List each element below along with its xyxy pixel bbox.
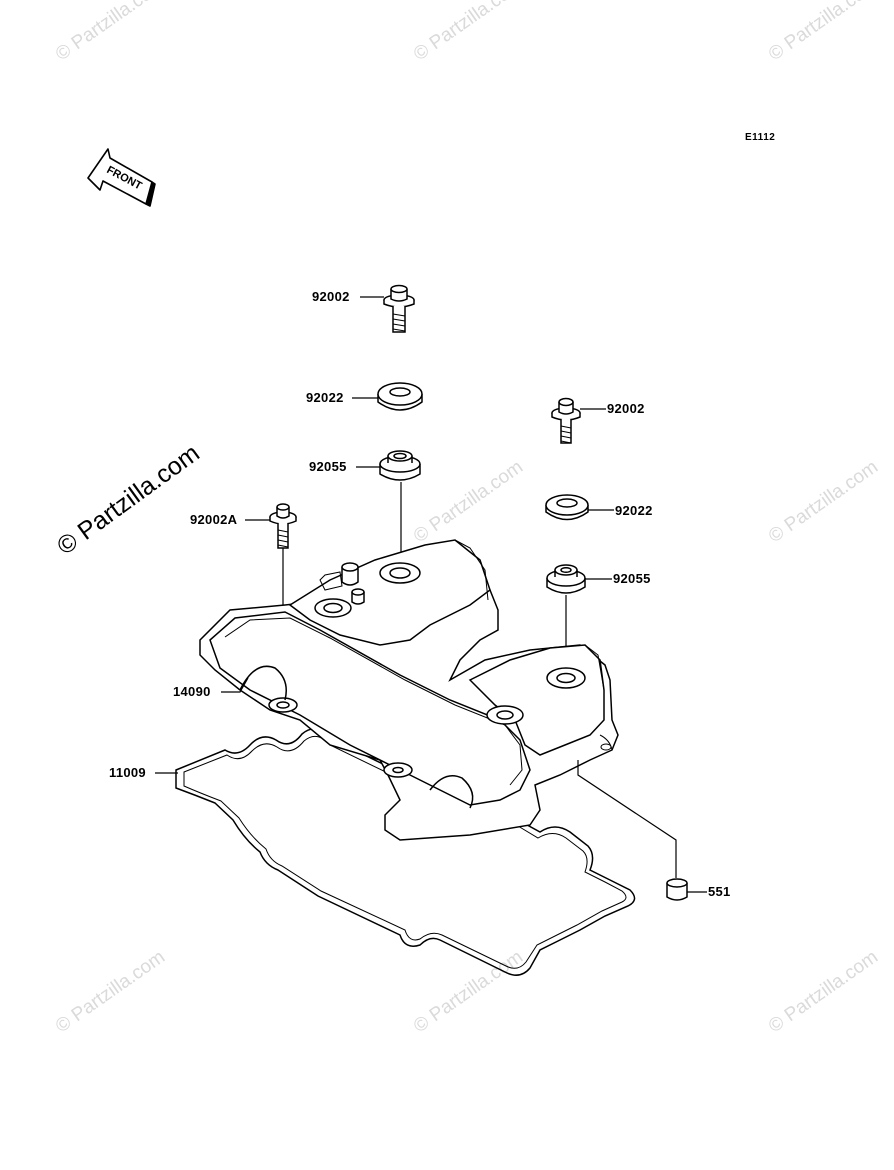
- grommet-right: [546, 564, 586, 594]
- part-number-label[interactable]: 92055: [309, 459, 347, 474]
- part-number-label[interactable]: 92022: [306, 390, 344, 405]
- dowel-pin: [666, 878, 688, 901]
- part-number-label[interactable]: 11009: [109, 765, 146, 780]
- grommet-top: [379, 450, 421, 481]
- gasket: [175, 728, 636, 976]
- diagram-code: E1112: [745, 132, 776, 143]
- washer-right: [545, 494, 589, 521]
- washer-top: [377, 382, 423, 411]
- part-number-label[interactable]: 92002: [607, 401, 645, 416]
- part-number-label[interactable]: 92002A: [190, 512, 238, 527]
- valve-cover: [199, 539, 619, 841]
- bolt-right: [551, 397, 581, 444]
- part-number-label[interactable]: 92002: [312, 289, 350, 304]
- part-number-label[interactable]: 92022: [615, 503, 653, 518]
- part-number-label[interactable]: 92055: [613, 571, 651, 586]
- front-arrow-icon: FRONT: [87, 148, 156, 207]
- bolt-left: [269, 503, 297, 549]
- part-number-label[interactable]: 14090: [173, 684, 211, 699]
- bolt-top: [383, 284, 415, 333]
- leader-lines: [155, 296, 707, 893]
- part-number-label[interactable]: 551: [708, 884, 731, 899]
